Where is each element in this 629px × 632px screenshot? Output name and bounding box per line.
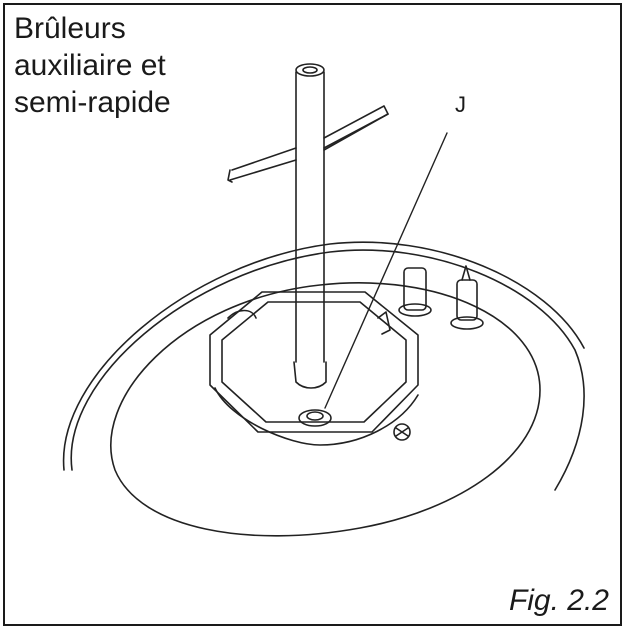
callout-label-j: J [455,92,466,117]
burner-cup-base [214,387,419,446]
spark-plug-base-2 [450,316,484,330]
hob-screw-slot [395,427,409,437]
burner-cup-inner [221,301,407,423]
figure-frame [3,3,622,626]
cup-tab-right [377,311,391,335]
key-shaft-top-inner [302,66,318,74]
injector-screw-inner [306,411,324,421]
burner-ring [110,282,541,537]
title-line-1: Brûleurs [14,12,126,45]
spark-plug-post-1 [403,267,427,311]
key-shaft-top [295,63,325,77]
key-shaft-bottom [293,361,327,389]
key-handle-end [227,169,233,183]
hob-outer-outline [70,249,585,491]
injector-screw [298,409,332,427]
hob-outer-outline-2 [62,241,585,471]
key-handle-bottom [229,113,389,181]
figure-caption: Fig. 2.2 [508,584,609,617]
spark-plug-base-1 [398,303,432,317]
callout-leader-line [324,132,448,409]
title-line-3: semi-rapide [14,86,171,119]
cup-tab-left [227,309,257,319]
title-line-2: auxiliaire et [14,49,166,82]
title: Brûleurs auxiliaire et semi-rapide [14,10,171,121]
key-handle-top [231,105,389,171]
hob-screw [393,423,411,441]
spark-plug-tip-2 [461,265,471,281]
spark-plug-post-2 [456,279,478,321]
